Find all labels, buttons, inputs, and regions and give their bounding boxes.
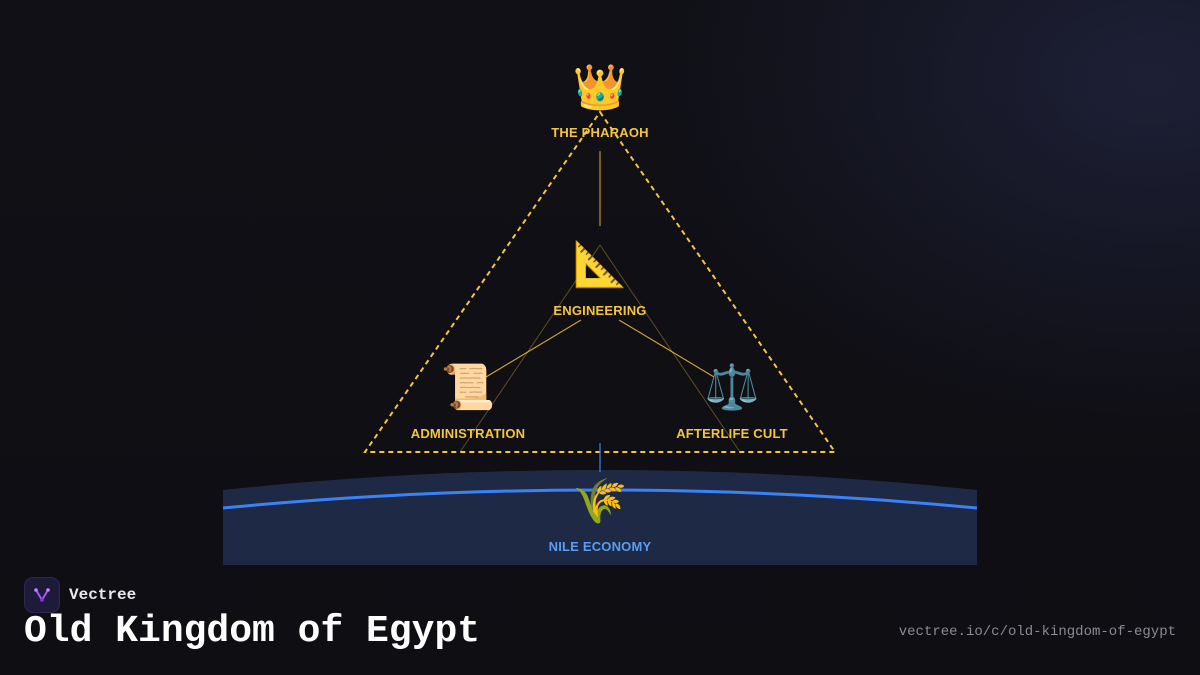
inner-pyramid-outline [459, 244, 741, 453]
node-label-engineering: ENGINEERING [553, 303, 647, 318]
page-url[interactable]: vectree.io/c/old-kingdom-of-egypt [898, 624, 1176, 640]
node-label-nile-economy: NILE ECONOMY [548, 539, 652, 554]
node-label-pharaoh: THE PHARAOH [551, 125, 649, 140]
connector-engineering-afterlife [618, 319, 715, 378]
scroll-icon: 📜 [440, 362, 496, 413]
connector-engineering-administration [485, 319, 582, 378]
wheat-sheaf-icon: 🌾 [572, 476, 628, 527]
nile-river-line [222, 488, 978, 510]
balance-scale-icon: ⚖️ [704, 362, 760, 413]
triangular-ruler-icon: 📐 [572, 239, 628, 290]
brand-name: Vectree [69, 586, 137, 604]
vectree-logo-icon [24, 577, 60, 613]
brand: Vectree [24, 577, 136, 613]
page-title: Old Kingdom of Egypt [24, 610, 481, 653]
crown-icon: 👑 [572, 62, 628, 113]
node-label-afterlife-cult: AFTERLIFE CULT [676, 426, 788, 441]
node-label-administration: ADMINISTRATION [410, 426, 526, 441]
